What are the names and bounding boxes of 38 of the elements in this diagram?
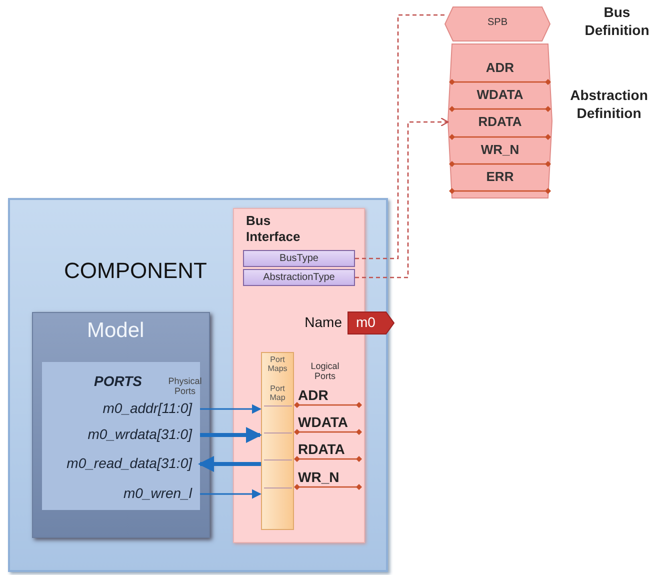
bus-definition-name: SPB: [486, 17, 508, 28]
port-name: m0_wren_l: [80, 485, 192, 503]
name-value: m0: [356, 314, 376, 330]
arrow: [198, 456, 261, 472]
arrow: [200, 427, 262, 443]
port-name: m0_wrdata[31:0]: [50, 426, 192, 444]
signal-name: WDATA: [470, 87, 530, 103]
port-map-column: [261, 352, 294, 530]
port-name: m0_read_data[31:0]: [44, 455, 192, 473]
logical-port-name: WR_N: [298, 469, 340, 485]
abstraction-type-field: AbstractionType: [243, 269, 355, 286]
port-name: m0_addr[11:0]: [60, 400, 192, 418]
dashed-connector: [355, 117, 449, 278]
arrow: [200, 489, 262, 499]
arrow: [200, 404, 262, 414]
port-map-label: Port Map: [268, 385, 286, 403]
ports-panel: [42, 362, 200, 510]
model-box: [32, 312, 210, 538]
logical-port-name: RDATA: [298, 441, 345, 457]
column-label: Physical Ports: [167, 377, 203, 397]
field-label: Name: [304, 314, 342, 330]
definition-label: Bus Definition: [584, 3, 650, 40]
definition-label: Abstraction Definition: [569, 86, 649, 122]
signal-name: ADR: [475, 60, 525, 76]
logical-port-name: ADR: [298, 387, 328, 403]
signal-name: RDATA: [470, 114, 530, 130]
model-title: Model: [87, 319, 144, 343]
dashed-connector: [355, 14, 447, 260]
signal-name: ERR: [475, 169, 525, 185]
ports-heading: PORTS: [94, 373, 142, 389]
component-box: [8, 198, 388, 572]
column-label: Logical Ports: [310, 362, 340, 382]
bus-interface-heading: Bus Interface: [246, 213, 302, 244]
signal-name: WR_N: [470, 142, 530, 158]
component-title: COMPONENT: [64, 258, 207, 284]
logical-port-name: WDATA: [298, 414, 348, 430]
bus-type-field: BusType: [243, 250, 355, 267]
port-map-label: Port Maps: [266, 356, 288, 374]
